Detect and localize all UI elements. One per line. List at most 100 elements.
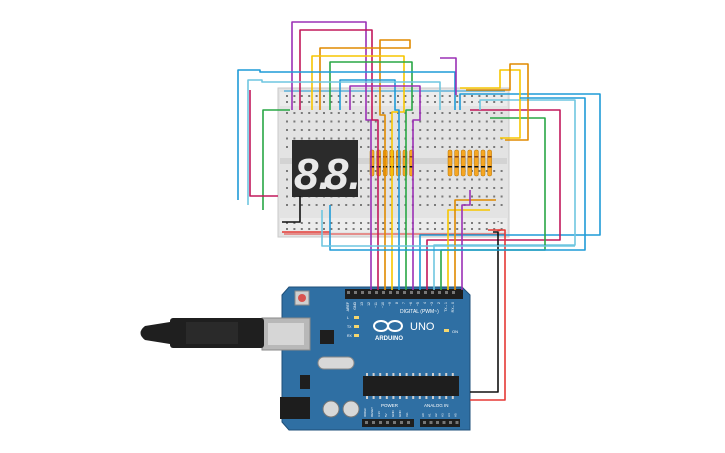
digital-pin[interactable] [375,291,378,294]
digital-pin-label: 12 [367,302,371,306]
breadboard-hole [448,195,451,198]
breadboard-hole [300,120,303,123]
breadboard-hole [426,101,429,103]
breadboard-hole [382,129,385,131]
analog-pin[interactable] [436,421,439,424]
status-led-label: RX [347,334,353,338]
breadboard-hole [345,120,348,123]
digital-pin[interactable] [396,291,399,294]
chip-leg [445,396,448,399]
analog-pin[interactable] [423,421,426,424]
digital-pin[interactable] [403,291,406,294]
breadboard-hole [463,222,466,224]
digital-pin[interactable] [424,291,427,294]
breadboard-hole [456,228,459,230]
resistor-band [448,166,452,168]
arduino-model-text: UNO [410,321,435,333]
breadboard-hole [456,95,459,97]
breadboard-hole [500,187,503,189]
breadboard-hole [419,187,422,189]
breadboard-hole [478,195,481,198]
wire [262,109,290,210]
digital-pin[interactable] [417,291,420,294]
breadboard-hole [308,129,311,131]
breadboard-hole [308,222,311,224]
breadboard-hole [397,101,399,103]
chip-leg [412,373,415,376]
breadboard-hole [397,137,399,140]
breadboard-hole [367,195,370,198]
breadboard-hole [426,95,429,97]
breadboard-hole [293,129,296,131]
power-pin[interactable] [407,421,410,424]
analog-header [420,419,460,427]
digital-pin[interactable] [389,291,392,294]
breadboard-hole [500,195,503,198]
resistor [487,149,492,177]
capacitor [342,400,360,418]
breadboard-hole [448,101,451,103]
power-pin[interactable] [400,421,403,424]
resistor-band [481,156,485,158]
breadboard-hole [286,187,288,189]
digital-pin[interactable] [438,291,441,294]
breadboard-hole [389,120,392,123]
breadboard-hole [367,95,370,97]
digital-pin[interactable] [452,291,455,294]
breadboard-hole [434,187,436,189]
digital-pin[interactable] [368,291,371,294]
breadboard-hole [485,95,488,97]
resistor [447,149,453,177]
breadboard-hole [485,146,488,148]
analog-pin[interactable] [449,421,452,424]
power-pin[interactable] [393,421,396,424]
analog-pin[interactable] [429,421,433,424]
chip-leg [366,396,368,399]
breadboard-hole [485,170,488,172]
breadboard-hole [300,204,303,206]
breadboard-hole [315,129,318,131]
breadboard-hole [434,228,436,230]
analog-pin[interactable] [442,421,446,424]
digital-pin-label: 4 [423,302,427,304]
digital-pin[interactable] [410,291,413,294]
breadboard-hole [441,222,444,224]
breadboard-hole [367,120,370,123]
power-pin[interactable] [372,421,375,424]
resistor-band [487,156,492,158]
power-pin[interactable] [365,421,368,424]
breadboard-hole [315,120,318,123]
digital-pin[interactable] [354,291,357,294]
digital-pin[interactable] [431,291,434,294]
digital-pin[interactable] [361,291,364,294]
breadboard-hole [397,195,399,198]
breadboard-hole [426,222,429,224]
breadboard-hole [463,178,466,181]
breadboard-hole [345,95,348,97]
digital-pin-label: AREF [346,302,350,311]
breadboard-hole [441,129,444,131]
breadboard-hole [360,95,362,97]
analog-pin[interactable] [455,421,459,424]
digital-pin-label: 13 [360,302,364,306]
power-pin[interactable] [386,421,389,424]
breadboard-hole [389,129,392,131]
breadboard-hole [360,204,362,206]
reset-button[interactable] [298,294,306,302]
breadboard-hole [463,120,466,123]
wire [419,93,601,290]
breadboard-hole [360,112,362,114]
digital-pin[interactable] [347,291,350,294]
breadboard-hole [456,129,459,131]
digital-pin[interactable] [445,291,448,294]
breadboard-hole [360,137,362,140]
digital-pin[interactable] [382,291,385,294]
digital-pin-label: 2 [437,302,441,304]
breadboard-hole [286,112,288,114]
breadboard-hole [286,95,288,97]
resistor-band [474,156,479,158]
power-pin[interactable] [379,421,382,424]
breadboard-hole [434,95,436,97]
